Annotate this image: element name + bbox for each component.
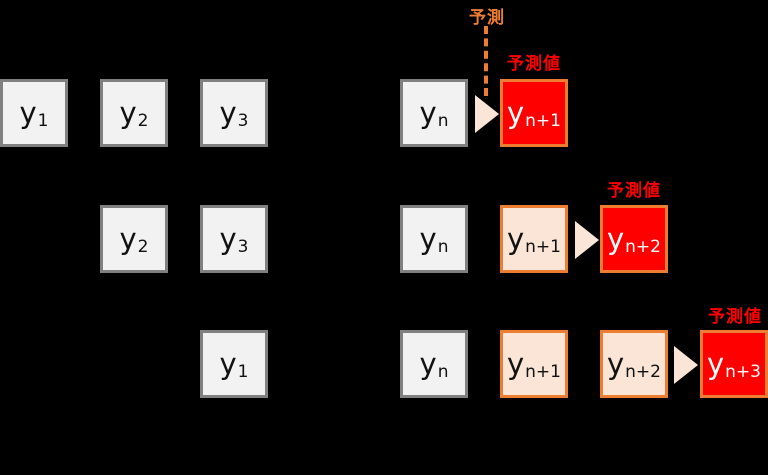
- box-label-subscript: 1: [37, 110, 49, 131]
- box-label-subscript: n+1: [525, 236, 561, 257]
- box-label-subscript: 2: [137, 236, 149, 257]
- box-label-subscript: n+1: [525, 110, 561, 131]
- box-label: y: [506, 221, 525, 256]
- predicted-value-label-row3: 予測値: [708, 307, 762, 327]
- predicted-value-label-row1: 予測値: [507, 54, 561, 74]
- prediction-label: 予測: [469, 8, 505, 28]
- box-label: y: [606, 346, 625, 381]
- box-label-subscript: n: [437, 361, 449, 382]
- box-label: y: [119, 95, 137, 130]
- box-label-subscript: n: [437, 110, 449, 131]
- box-label-subscript: 1: [237, 361, 249, 382]
- box-label-subscript: 3: [237, 236, 249, 257]
- box-label: y: [19, 95, 37, 130]
- box-label-subscript: n: [437, 236, 449, 257]
- box-label-subscript: n+2: [625, 236, 661, 257]
- box-label: y: [219, 346, 237, 381]
- box-label: y: [419, 95, 437, 130]
- box-label: y: [219, 221, 237, 256]
- box-label: y: [606, 221, 625, 256]
- box-label-subscript: 3: [237, 110, 249, 131]
- prediction-dashed-connector-line: [484, 26, 488, 96]
- box-label: y: [506, 95, 525, 130]
- box-label: y: [506, 346, 525, 381]
- predicted-value-label-row2: 予測値: [607, 181, 661, 201]
- arrow-triangle-row1: [475, 95, 499, 133]
- box-label: y: [419, 221, 437, 256]
- box-label: y: [219, 95, 237, 130]
- arrow-triangle-row2: [575, 221, 599, 259]
- box-label-subscript: n+3: [725, 361, 761, 382]
- arrow-triangle-row3: [674, 346, 698, 384]
- box-label: y: [706, 346, 725, 381]
- box-label-subscript: n+1: [525, 361, 561, 382]
- box-label: y: [419, 346, 437, 381]
- box-label-subscript: n+2: [625, 361, 661, 382]
- box-label: y: [119, 221, 137, 256]
- box-label-subscript: 2: [137, 110, 149, 131]
